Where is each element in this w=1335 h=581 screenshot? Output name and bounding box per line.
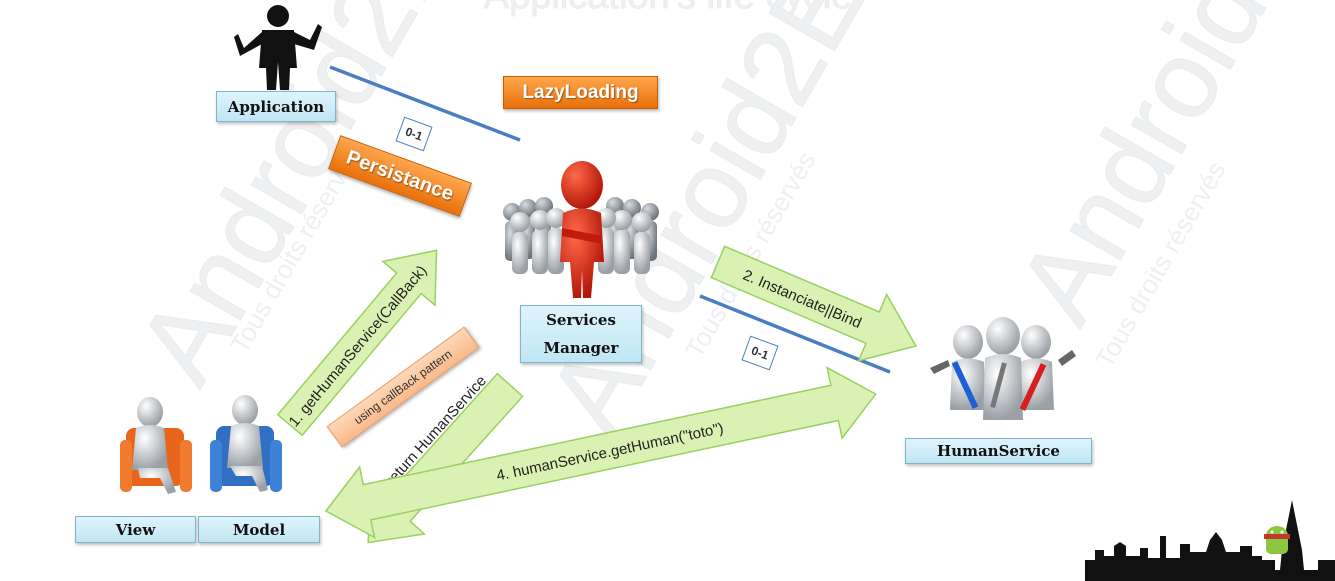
lazy-loading-tag-text: LazyLoading bbox=[522, 81, 639, 103]
model-person-icon bbox=[210, 395, 282, 492]
paris-skyline-logo bbox=[1085, 500, 1335, 581]
services-manager-label-line1: Services bbox=[546, 311, 616, 329]
multiplicity-manager-service-text: 0-1 bbox=[749, 343, 771, 363]
human-service-workers-icon bbox=[930, 317, 1076, 420]
view-label-text: View bbox=[115, 520, 156, 539]
application-label: Application bbox=[216, 91, 336, 122]
lazy-loading-tag: LazyLoading bbox=[503, 76, 658, 109]
human-service-label-text: HumanService bbox=[937, 442, 1060, 460]
human-service-label: HumanService bbox=[905, 438, 1092, 464]
watermark-brand-3: Android2EE bbox=[994, 0, 1335, 342]
services-manager-label: Services Manager bbox=[520, 305, 642, 363]
watermark: Application's life cycle Android2EE Tous… bbox=[114, 0, 1335, 453]
model-label: Model bbox=[198, 516, 320, 543]
application-person-icon bbox=[234, 5, 322, 90]
services-manager-label-line2: Manager bbox=[543, 339, 619, 357]
watermark-title: Application's life cycle bbox=[484, 0, 852, 17]
application-label-text: Application bbox=[227, 97, 325, 116]
view-person-icon bbox=[120, 397, 192, 494]
view-label: View bbox=[75, 516, 196, 543]
connector-app-manager bbox=[329, 65, 521, 142]
model-label-text: Model bbox=[232, 520, 286, 539]
multiplicity-app-manager-text: 0-1 bbox=[403, 124, 425, 144]
connector-manager-service bbox=[699, 294, 891, 374]
android-mascot-icon bbox=[1264, 526, 1290, 554]
services-manager-crowd-icon bbox=[503, 161, 659, 298]
